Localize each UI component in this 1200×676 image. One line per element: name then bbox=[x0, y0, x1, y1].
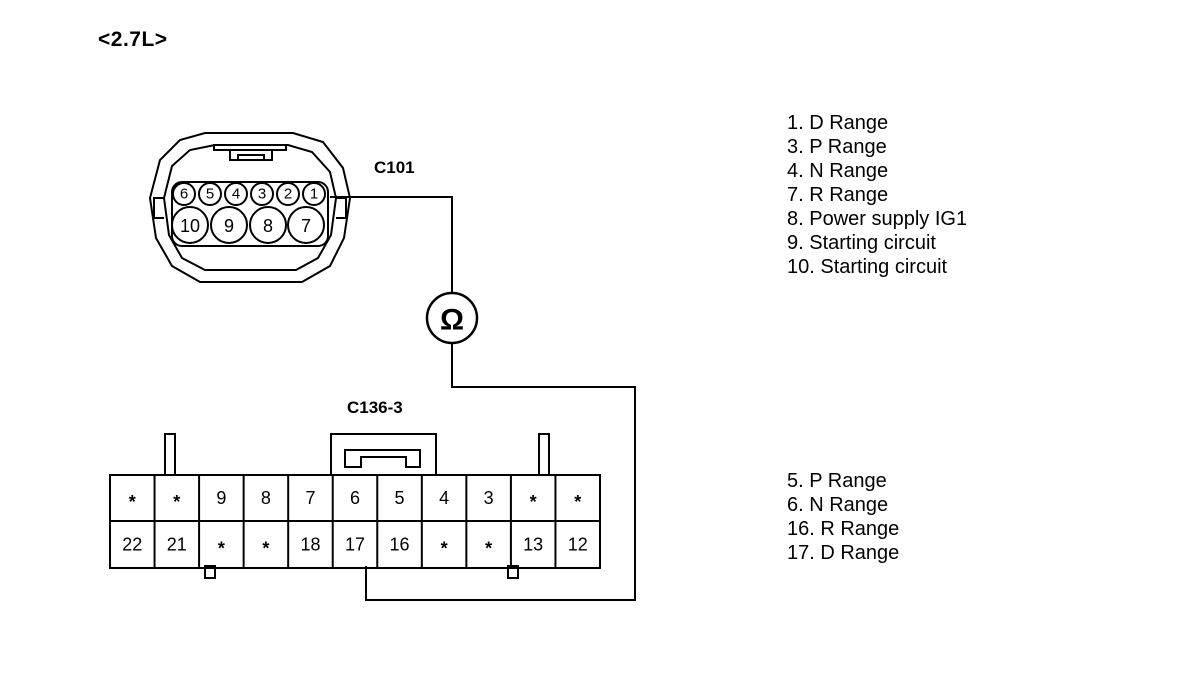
c136-pin-number: 9 bbox=[216, 488, 226, 508]
c136-pin-grid: * * 9 8 7 6 5 4 3 * * 22 21 * * 18 17 16 * * 13 12 bbox=[109, 474, 601, 569]
c136-empty-cavity: * bbox=[574, 492, 581, 512]
legend-item: 4. N Range bbox=[787, 160, 889, 182]
c101-pin bbox=[172, 182, 196, 206]
c136-pin-number: 22 bbox=[122, 535, 142, 555]
c101-pin-number: 9 bbox=[224, 216, 234, 236]
c136-empty-cavity: * bbox=[218, 539, 225, 559]
c136-pin-number: 16 bbox=[390, 535, 410, 555]
legend-item: 10. Starting circuit bbox=[787, 256, 948, 278]
c101-pin-number: 7 bbox=[301, 216, 311, 236]
c136-pin-number: 13 bbox=[523, 535, 543, 555]
c101-top-row-pins: 6 5 4 3 2 1 bbox=[172, 182, 326, 206]
legend-item: 6. N Range bbox=[787, 494, 889, 516]
legend-item: 17. D Range bbox=[787, 542, 900, 564]
c101-pin-number: 1 bbox=[310, 186, 318, 203]
connector-c101-label: C101 bbox=[374, 158, 415, 177]
c136-empty-cavity: * bbox=[129, 492, 136, 512]
c101-pin-number: 2 bbox=[284, 186, 292, 203]
c101-pin-legend: 1. D Range 3. P Range 4. N Range 7. R Ra… bbox=[787, 111, 967, 279]
legend-item: 8. Power supply IG1 bbox=[787, 208, 968, 230]
c101-pin bbox=[287, 206, 325, 244]
c101-pin bbox=[224, 182, 248, 206]
c101-pin-number: 8 bbox=[263, 216, 273, 236]
legend-item: 16. R Range bbox=[787, 518, 900, 540]
c101-pin bbox=[302, 182, 326, 206]
c101-pin bbox=[210, 206, 248, 244]
test-leads bbox=[330, 196, 636, 601]
ohmmeter: Ω bbox=[425, 291, 479, 345]
c101-bottom-row-pins: 10 9 8 7 bbox=[171, 206, 325, 244]
c136-pin-number: 21 bbox=[167, 535, 187, 555]
c136-pin-number: 7 bbox=[305, 488, 315, 508]
c136-empty-cavity: * bbox=[262, 539, 269, 559]
c136-empty-cavity: * bbox=[530, 492, 537, 512]
connector-c136-label: C136-3 bbox=[347, 398, 403, 417]
legend-item: 3. P Range bbox=[787, 136, 887, 158]
c136-pin-number: 6 bbox=[350, 488, 360, 508]
legend-item: 9. Starting circuit bbox=[787, 232, 936, 254]
c101-pin-number: 10 bbox=[180, 216, 200, 236]
c136-pin-number: 17 bbox=[345, 535, 365, 555]
c136-pin-number: 3 bbox=[484, 488, 494, 508]
c101-pin bbox=[198, 182, 222, 206]
c136-empty-cavity: * bbox=[485, 539, 492, 559]
c136-empty-cavity: * bbox=[441, 539, 448, 559]
c136-pin-number: 4 bbox=[439, 488, 449, 508]
c136-pin-number: 12 bbox=[568, 535, 588, 555]
c136-empty-cavity: * bbox=[173, 492, 180, 512]
connector-c136 bbox=[164, 433, 550, 579]
c101-pin-number: 4 bbox=[232, 186, 240, 203]
connector-c101 bbox=[148, 132, 352, 283]
c101-pin bbox=[249, 206, 287, 244]
ohm-icon: Ω bbox=[440, 304, 464, 337]
c136-pin-number: 18 bbox=[300, 535, 320, 555]
legend-item: 5. P Range bbox=[787, 470, 887, 492]
c101-pin bbox=[276, 182, 300, 206]
c136-pin-number: 8 bbox=[261, 488, 271, 508]
c101-pin bbox=[250, 182, 274, 206]
c101-pin bbox=[171, 206, 209, 244]
legend-item: 1. D Range bbox=[787, 112, 889, 134]
engine-variant-title: <2.7L> bbox=[98, 28, 168, 51]
legend-item: 7. R Range bbox=[787, 184, 889, 206]
c136-pin-legend: 5. P Range 6. N Range 16. R Range 17. D … bbox=[787, 469, 899, 565]
c101-pin-number: 6 bbox=[180, 186, 188, 203]
c136-pin-number: 5 bbox=[395, 488, 405, 508]
c101-pin-number: 5 bbox=[206, 186, 214, 203]
c101-pin-number: 3 bbox=[258, 186, 266, 203]
